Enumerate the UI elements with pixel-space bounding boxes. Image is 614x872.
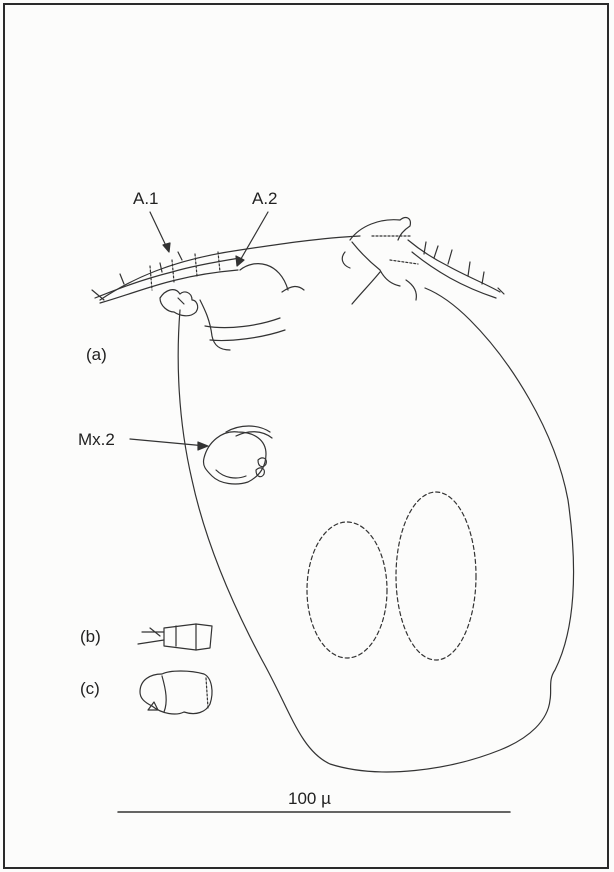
- leader-mx2: [130, 439, 208, 450]
- label-a2: A.2: [252, 190, 278, 207]
- head-lobe: [240, 264, 288, 290]
- body-outline: [178, 288, 573, 772]
- leader-a2: [236, 212, 268, 266]
- label-a1: A.1: [133, 190, 159, 207]
- detail-b-appendage: [138, 624, 212, 650]
- maxilla-2: [203, 426, 272, 484]
- egg-sac-right: [396, 492, 476, 660]
- label-panel-c: (c): [80, 680, 100, 697]
- leader-a1: [150, 212, 170, 252]
- label-panel-a: (a): [86, 346, 107, 363]
- label-panel-b: (b): [80, 628, 101, 645]
- egg-sac-left: [307, 522, 387, 658]
- rostrum: [210, 330, 285, 341]
- right-antennule: [408, 240, 504, 298]
- left-antennule: [92, 252, 240, 303]
- label-mx2: Mx.2: [78, 431, 115, 448]
- scale-bar-label: 100 µ: [288, 790, 331, 807]
- right-antenna-2: [342, 218, 418, 304]
- detail-c-appendage: [140, 671, 212, 714]
